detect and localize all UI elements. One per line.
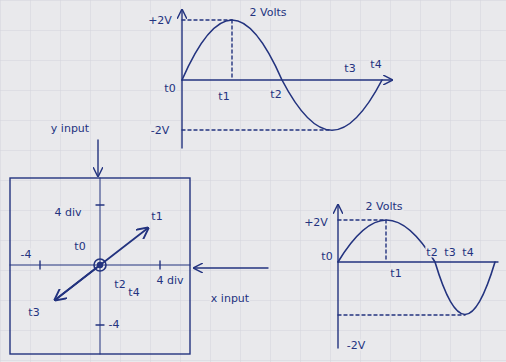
voltage-axis <box>337 205 338 348</box>
time-label: t2 <box>113 279 126 290</box>
input-arrow <box>194 267 268 268</box>
peak-line <box>338 219 386 220</box>
tick <box>96 204 104 205</box>
peak-line <box>231 20 232 80</box>
time-label: t0 <box>320 251 333 262</box>
trace-line <box>55 228 148 300</box>
voltage-label: +2V <box>147 15 173 26</box>
amplitude-label: 2 Volts <box>249 7 288 18</box>
time-label: t0 <box>73 241 86 252</box>
trough-line <box>338 314 465 315</box>
amplitude-label: 2 Volts <box>365 201 404 212</box>
time-axis <box>338 261 498 262</box>
division-label: 4 div <box>155 275 184 286</box>
voltage-label: -2V <box>346 340 367 351</box>
time-label: t4 <box>461 247 474 258</box>
time-label: t3 <box>443 247 456 258</box>
spot <box>98 263 103 268</box>
time-label: t2 <box>269 89 282 100</box>
input-label: y input <box>50 123 90 134</box>
division-label: -4 <box>108 319 121 330</box>
tick <box>39 261 40 269</box>
time-label: t4 <box>369 59 382 70</box>
time-label: t1 <box>389 268 402 279</box>
sine-wave <box>338 220 495 315</box>
division-label: -4 <box>20 249 33 260</box>
time-axis <box>182 79 392 80</box>
peak-line <box>385 220 386 262</box>
voltage-label: -2V <box>150 125 171 136</box>
division-label: 4 div <box>53 207 82 218</box>
trace-line <box>55 265 100 300</box>
time-label: t0 <box>163 83 176 94</box>
trough-line <box>182 129 332 130</box>
tick <box>96 324 104 325</box>
tick <box>159 261 160 269</box>
time-label: t1 <box>150 211 163 222</box>
time-label: t2 <box>425 247 438 258</box>
time-label: t3 <box>27 307 40 318</box>
voltage-label: +2V <box>303 217 329 228</box>
time-label: t1 <box>217 91 230 102</box>
crt-screen <box>10 178 190 354</box>
peak-line <box>182 19 232 20</box>
input-arrow <box>97 140 98 176</box>
time-label: t4 <box>127 287 140 298</box>
spot <box>94 259 106 271</box>
time-label: t3 <box>343 63 356 74</box>
input-label: x input <box>210 293 250 304</box>
sine-wave <box>182 20 382 130</box>
